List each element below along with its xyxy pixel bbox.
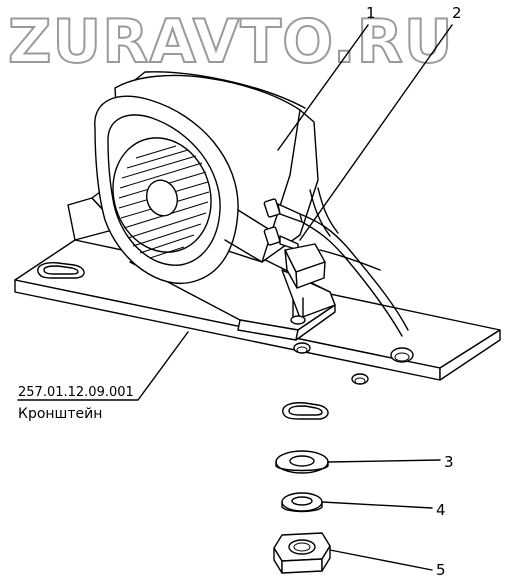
reversing-buzzer — [94, 71, 319, 284]
callout-1: 1 — [366, 4, 376, 22]
bracket-part-number: 257.01.12.09.001 — [18, 385, 134, 400]
wire-connector — [263, 187, 409, 337]
callout-2: 2 — [452, 4, 462, 22]
spring-washer — [281, 492, 323, 513]
flat-washer — [275, 450, 329, 474]
callout-4: 4 — [436, 501, 446, 519]
callout-3: 3 — [444, 453, 454, 471]
callout-5: 5 — [436, 561, 446, 579]
watermark: ZURAVTO.RU — [8, 7, 454, 77]
hex-nut — [273, 532, 331, 574]
bracket-name: Кронштейн — [18, 406, 102, 422]
leader-lines — [17, 24, 453, 571]
